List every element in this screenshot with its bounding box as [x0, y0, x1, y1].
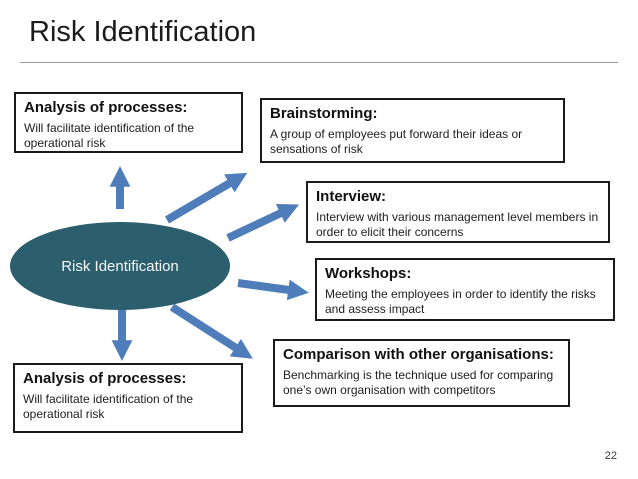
- central-node-risk-identification: Risk Identification: [10, 222, 230, 310]
- page-number: 22: [604, 450, 617, 462]
- box-heading: Analysis of processes:: [23, 370, 187, 387]
- box-body: Meeting the employees in order to identi…: [325, 287, 596, 317]
- box-heading: Analysis of processes:: [24, 99, 188, 116]
- box-heading: Workshops:: [325, 265, 412, 282]
- page-title: Risk Identification: [29, 16, 257, 48]
- box-analysis-of-processes-bottom: Analysis of processes: Will facilitate i…: [13, 363, 243, 433]
- box-body: Will facilitate identification of the op…: [24, 121, 195, 151]
- box-body: Interview with various management level …: [316, 210, 599, 240]
- box-workshops: Workshops: Meeting the employees in orde…: [315, 258, 615, 321]
- title-divider: [20, 62, 618, 63]
- arrow-to-brainstorming: [164, 172, 248, 224]
- box-interview: Interview: Interview with various manage…: [306, 181, 610, 243]
- box-body: Benchmarking is the technique used for c…: [283, 368, 554, 398]
- box-body: Will facilitate identification of the op…: [23, 392, 194, 422]
- box-heading: Brainstorming:: [270, 105, 378, 122]
- arrow-to-interview: [226, 203, 300, 242]
- arrow-to-comparison: [169, 303, 253, 359]
- box-analysis-of-processes-top: Analysis of processes: Will facilitate i…: [14, 92, 243, 153]
- box-body: A group of employees put forward their i…: [270, 127, 523, 157]
- arrow-to-workshops: [237, 279, 309, 301]
- box-heading: Comparison with other organisations:: [283, 346, 554, 363]
- central-node-label: Risk Identification: [61, 257, 179, 275]
- box-comparison-with-other-organisations: Comparison with other organisations: Ben…: [273, 339, 570, 407]
- box-heading: Interview:: [316, 188, 387, 205]
- box-brainstorming: Brainstorming: A group of employees put …: [260, 98, 565, 163]
